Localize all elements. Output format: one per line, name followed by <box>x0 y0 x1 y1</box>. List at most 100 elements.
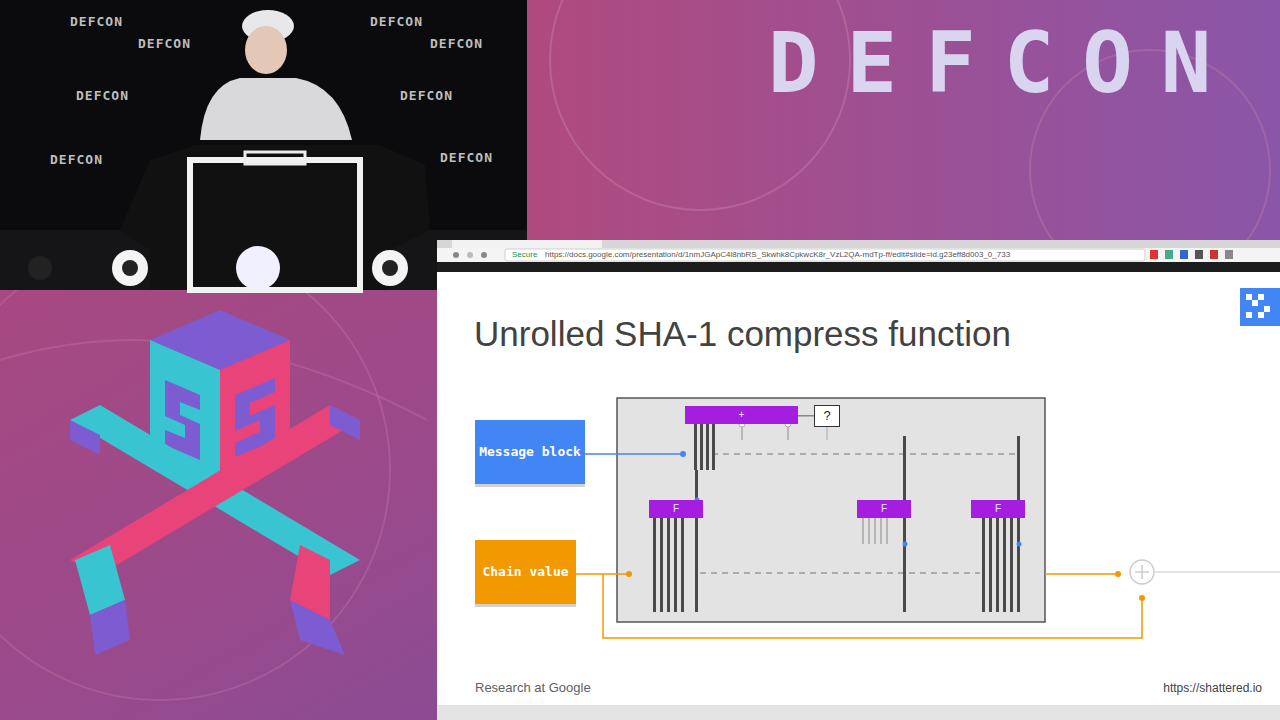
browser-window <box>453 252 459 258</box>
word-bars <box>674 518 677 612</box>
word-bars <box>695 518 698 612</box>
browser-window <box>437 240 1280 720</box>
chain-wire <box>576 560 1280 638</box>
round-function-box: F <box>649 500 703 518</box>
word-bars <box>667 518 670 612</box>
speaker-video <box>382 260 398 276</box>
word-bars <box>903 518 906 612</box>
compress-function-frame <box>700 572 980 574</box>
word-bars <box>706 424 709 470</box>
backdrop-logo: DEFCON <box>76 88 129 103</box>
node-text: F <box>673 503 679 515</box>
browser-window <box>1225 250 1233 259</box>
secure-badge: Secure <box>512 250 537 259</box>
compress-function-frame <box>712 453 1018 455</box>
word-bars <box>712 424 715 470</box>
word-bars <box>996 518 999 612</box>
backdrop-logo: DEFCON <box>430 36 483 51</box>
word-bars <box>989 518 992 612</box>
skull-logo <box>290 600 345 655</box>
skull-logo <box>70 420 100 455</box>
browser-window <box>437 705 1280 720</box>
chain-wire <box>1155 571 1280 573</box>
word-bars <box>653 424 1020 612</box>
browser-window <box>437 240 1280 248</box>
chain-wire <box>1139 595 1145 601</box>
node-text: Message block <box>479 444 581 460</box>
node-text: ? <box>823 408 830 424</box>
backdrop-logo: DEFCON <box>400 88 453 103</box>
message-wire <box>576 451 1022 547</box>
pixel-logo <box>1264 306 1270 312</box>
backdrop-logo: DEFCON <box>50 152 103 167</box>
adder-bar: + <box>685 406 798 424</box>
message-block-box: Message block <box>475 420 585 484</box>
word-bars <box>1003 518 1006 612</box>
chain-wire <box>1045 573 1117 575</box>
word-bars <box>653 518 656 612</box>
message-wire <box>680 451 686 457</box>
slide-title: Unrolled SHA-1 compress function <box>474 314 1011 354</box>
browser-window <box>467 252 473 258</box>
pixel-logo <box>1246 294 1252 300</box>
pixel-logo <box>1246 312 1252 318</box>
faded-bars <box>880 518 882 544</box>
footer-url: https://shattered.io <box>1163 681 1262 695</box>
browser-window <box>437 248 1280 262</box>
faded-bars <box>874 518 876 544</box>
faded-bars <box>886 518 888 544</box>
backdrop-logo: DEFCON <box>138 36 191 51</box>
speaker-video <box>112 250 148 286</box>
pixel-logo <box>1240 288 1280 326</box>
node-text: F <box>881 503 887 515</box>
word-bars <box>1017 518 1020 612</box>
chain-wire <box>626 571 632 577</box>
pixel-logo <box>1240 288 1280 326</box>
browser-window <box>1150 250 1158 259</box>
round-function-box: F <box>857 500 911 518</box>
skull-logo <box>70 405 360 575</box>
browser-window <box>1195 250 1203 259</box>
skull-logo <box>70 310 360 655</box>
message-wire <box>1017 542 1022 547</box>
faded-bars <box>739 421 888 544</box>
address-url: https://docs.google.com/presentation/d/1… <box>545 250 1010 259</box>
word-bars <box>660 518 663 612</box>
page-ground <box>527 0 1280 240</box>
connector <box>798 415 814 417</box>
backdrop-logo: DEFCON <box>70 14 123 29</box>
pixel-logo <box>1258 294 1264 300</box>
event-wordmark: DEFCON <box>768 14 1239 112</box>
speaker-video <box>190 160 360 290</box>
speaker-video <box>236 246 280 290</box>
footer-credit: Research at Google <box>475 680 591 695</box>
message-wire <box>576 453 683 455</box>
word-bars <box>1010 518 1013 612</box>
faded-bars <box>868 518 870 544</box>
round-function-box: F <box>971 500 1025 518</box>
browser-window <box>1180 250 1188 259</box>
speaker-video <box>245 152 305 164</box>
page-ground <box>0 240 390 700</box>
chain-wire <box>576 573 628 575</box>
word-bars <box>700 424 703 470</box>
skull-logo <box>330 405 360 440</box>
chain-wire <box>603 574 1142 638</box>
browser-window <box>452 240 602 248</box>
browser-window <box>1210 250 1218 259</box>
chain-wire <box>1115 571 1121 577</box>
speaker-video <box>372 250 408 286</box>
speaker-video <box>28 256 52 280</box>
node-text: + <box>739 409 745 421</box>
word-bars <box>903 436 906 500</box>
word-bars <box>695 470 698 500</box>
chain-wire <box>1141 565 1143 579</box>
chain-value-box: Chain value <box>475 540 576 604</box>
compress-function-frame <box>617 398 1045 622</box>
browser-window <box>505 249 1145 261</box>
browser-window <box>1165 250 1173 259</box>
skull-logo <box>90 600 130 655</box>
word-bars <box>681 518 684 612</box>
